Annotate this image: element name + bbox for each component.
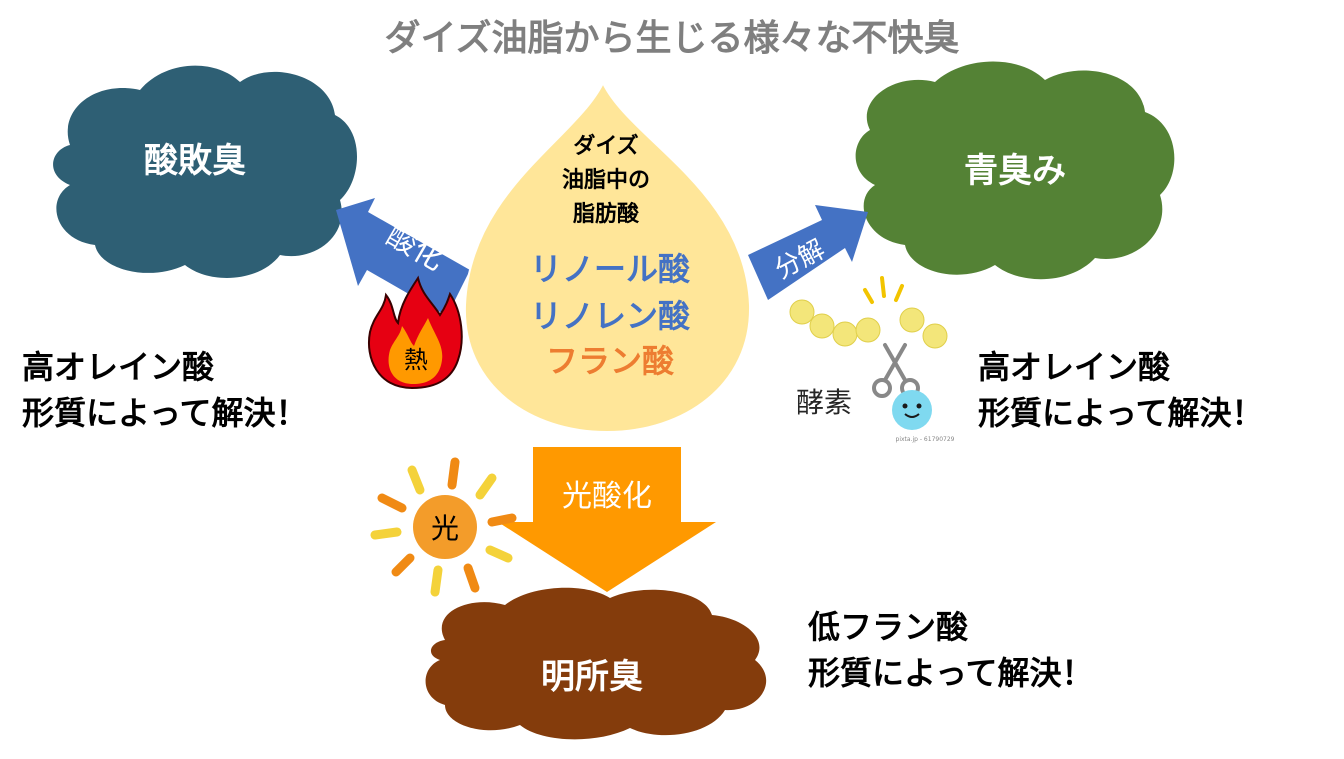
fatty-acid-drop: ダイズ 油脂中の 脂肪酸 リノール酸 リノレン酸 フラン酸 bbox=[463, 80, 752, 434]
solution-left-line-2: 形質によって解決！ bbox=[22, 394, 307, 432]
solution-left-line-1: 高オレイン酸 bbox=[22, 348, 215, 386]
enzyme-eye-left bbox=[902, 403, 908, 409]
sun-rays bbox=[370, 457, 517, 597]
cloud-grassy-label: 青臭み bbox=[964, 151, 1066, 191]
solution-right-line-2: 形質によって解決！ bbox=[978, 394, 1263, 432]
fatty-acid-chain-beads bbox=[789, 299, 948, 349]
arrow-decomposition-shape bbox=[748, 205, 868, 300]
arrow-oxidation-shape bbox=[336, 198, 470, 316]
solution-left: 高オレイン酸 形質によって解決！ bbox=[22, 348, 307, 432]
drop-shape bbox=[463, 80, 752, 434]
acid-furan: フラン酸 bbox=[546, 342, 675, 380]
acid-linoleic: リノール酸 bbox=[530, 250, 691, 288]
cloud-rancid-shape bbox=[53, 65, 358, 278]
cloud-grassy-shape bbox=[855, 61, 1175, 280]
diagram-title: ダイズ油脂から生じる様々な不快臭 bbox=[385, 17, 960, 59]
cloud-rancid: 酸敗臭 bbox=[53, 65, 358, 278]
acid-linolenic: リノレン酸 bbox=[530, 297, 691, 335]
sun-icon: 光 bbox=[370, 457, 517, 597]
cloud-reversion-shape bbox=[425, 587, 767, 740]
fire-inner-flame bbox=[388, 318, 443, 384]
cut-spark-lines bbox=[863, 276, 904, 304]
drop-header-line-3: 脂肪酸 bbox=[573, 201, 640, 227]
arrow-photooxidation-label: 光酸化 bbox=[562, 479, 652, 514]
light-label: 光 bbox=[431, 512, 459, 545]
cloud-reversion: 明所臭 bbox=[425, 587, 767, 740]
solution-right: 高オレイン酸 形質によって解決！ bbox=[978, 348, 1263, 432]
cloud-rancid-label: 酸敗臭 bbox=[144, 141, 246, 181]
drop-header-line-2: 油脂中の bbox=[562, 167, 650, 193]
enzyme-face-body bbox=[892, 390, 932, 430]
heat-label: 熱 bbox=[404, 346, 428, 374]
enzyme-eye-right bbox=[916, 403, 922, 409]
enzyme-label: 酵素 bbox=[796, 386, 852, 419]
arrow-photooxidation-shape bbox=[498, 447, 716, 592]
solution-bottom-line-2: 形質によって解決！ bbox=[808, 654, 1093, 692]
enzyme-image-credit: pixta.jp - 61790729 bbox=[896, 436, 955, 443]
arrow-oxidation: 酸化 bbox=[336, 198, 470, 316]
solution-bottom-line-1: 低フラン酸 bbox=[808, 608, 969, 646]
enzyme-scissors-icon: pixta.jp - 61790729 酵素 bbox=[789, 276, 955, 443]
solution-bottom: 低フラン酸 形質によって解決！ bbox=[808, 608, 1093, 692]
sun-disc bbox=[413, 495, 477, 559]
arrow-photooxidation: 光酸化 bbox=[498, 447, 716, 592]
solution-right-line-1: 高オレイン酸 bbox=[978, 348, 1171, 386]
cloud-reversion-label: 明所臭 bbox=[541, 657, 643, 697]
cloud-grassy: 青臭み bbox=[855, 61, 1175, 280]
fire-icon: 熱 bbox=[368, 275, 463, 390]
arrow-decomposition: 分解 bbox=[748, 205, 868, 300]
scissors bbox=[872, 343, 920, 398]
enzyme-smile bbox=[904, 413, 920, 418]
drop-header-line-1: ダイズ bbox=[573, 133, 638, 159]
